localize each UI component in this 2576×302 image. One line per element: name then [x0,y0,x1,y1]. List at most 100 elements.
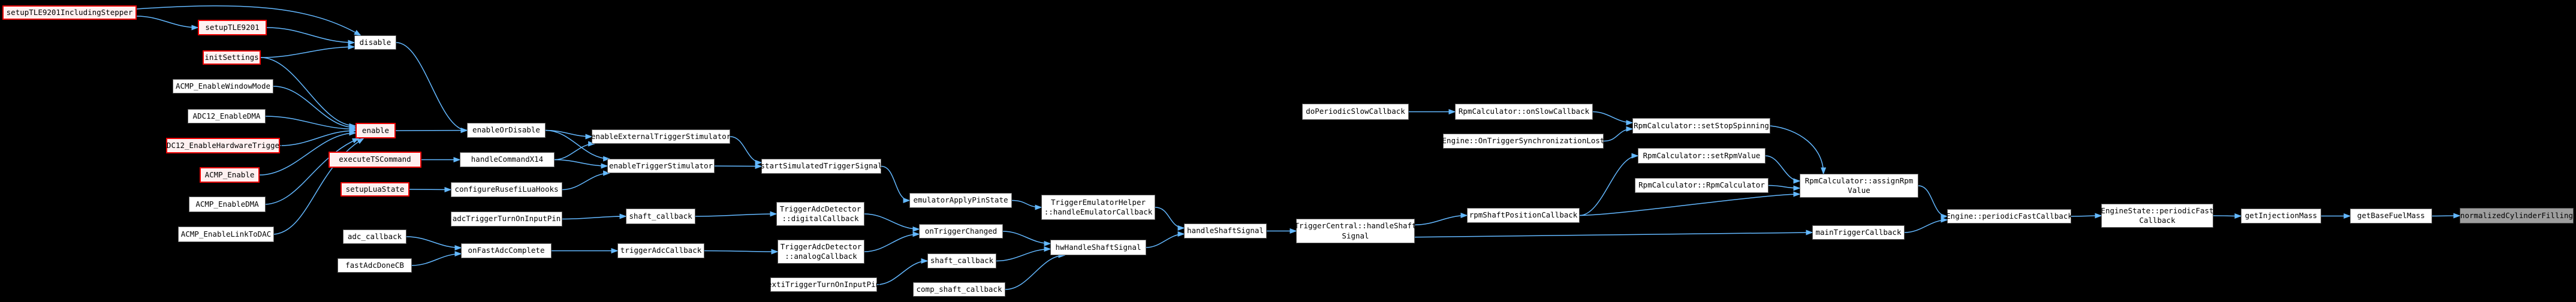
node-label: mainTriggerCallback [1815,227,1902,237]
node-label: ACMP_EnableLinkToDAC [180,229,272,238]
node-trigger-central-handle-shaft-signal[interactable]: TriggerCentral::handleShaft Signal [1294,219,1417,243]
node-handle-command-x14[interactable]: handleCommandX14 [460,152,555,167]
node-trigger-adc-detector-digital-callback[interactable]: TriggerAdcDetector ::digitalCallback [776,202,864,226]
node-label: enable [361,125,390,135]
edge-trigger-adc-detector-digital-callback--on-trigger-changed [864,213,920,232]
node-rpm-calculator-rpm-calculator[interactable]: RpmCalculator::RpmCalculator [1635,178,1768,193]
node-rpm-calculator-assign-rpm-value[interactable]: RpmCalculator::assignRpm Value [1800,174,1918,198]
node-acmp-enable-window-mode[interactable]: ACMP_EnableWindowMode [173,79,273,93]
edge-comp-shaft-callback--hw-handle-shaft-signal [1005,252,1066,290]
node-shaft-callback-1[interactable]: shaft_callback [626,209,695,224]
node-label: RpmCalculator::RpmCalculator [1638,180,1765,190]
node-adc-callback[interactable]: adc_callback [343,229,406,244]
node-label: Engine::periodicFastCallback [1946,211,2072,221]
node-enable-trigger-stimulator[interactable]: enableTriggerStimulator [607,159,715,173]
edge-rpm-calculator-set-rpm-value--rpm-calculator-assign-rpm-value [1765,155,1801,184]
node-shaft-callback-2[interactable]: shaft_callback [927,253,996,268]
edge-rpm-shaft-position-callback--rpm-calculator-set-rpm-value [1579,153,1639,216]
node-start-simulated-trigger-signal[interactable]: startSimulatedTriggerSignal [760,159,882,174]
node-label: setupLuaState [345,184,405,194]
node-setup-tle9201[interactable]: setupTLE9201 [198,20,267,35]
node-label: TriggerEmulatorHelper ::handleEmulatorCa… [1044,197,1153,216]
node-handle-shaft-signal[interactable]: handleShaftSignal [1184,224,1267,238]
node-label: RpmCalculator::setRpmValue [1643,150,1761,160]
node-label: RpmCalculator::assignRpm Value [1804,176,1914,195]
edge-handle-command-x14--enable-trigger-stimulator [554,159,608,169]
node-acmp-enable[interactable]: ACMP_Enable [200,167,260,183]
node-do-periodic-slow-callback[interactable]: doPeriodicSlowCallback [1302,104,1409,120]
node-label: executeTSCommand [339,155,411,164]
node-label: adcTriggerTurnOnInputPin [452,214,561,224]
edge-trigger-emulator-helper-handle-emulator-callback--handle-shaft-signal [1155,207,1185,231]
node-label: startSimulatedTriggerSignal [760,161,882,171]
node-rpm-calculator-on-slow-callback[interactable]: RpmCalculator::onSlowCallback [1455,104,1593,120]
node-engine-periodic-fast-callback[interactable]: Engine::periodicFastCallback [1946,209,2072,224]
node-fast-adc-done-cb[interactable]: fastAdcDoneCB [338,258,412,273]
node-acmp-enable-dma[interactable]: ACMP_EnableDMA [189,197,266,212]
node-on-fast-adc-complete[interactable]: onFastAdcComplete [461,243,552,258]
node-rpm-calculator-set-stop-spinning[interactable]: RpmCalculator::setStopSpinning [1632,118,1770,134]
node-label: enableOrDisable [472,125,540,135]
node-adc12-enable-hardware-trigger[interactable]: ADC12_EnableHardwareTrigger [162,138,284,153]
node-label: TriggerCentral::handleShaft Signal [1294,221,1417,240]
edge-rpm-calculator-assign-rpm-value--engine-periodic-fast-callback [1918,185,1948,219]
node-get-injection-mass[interactable]: getInjectionMass [2241,209,2321,224]
node-label: rpmShaftPositionCallback [1469,210,1578,220]
node-label: ACMP_EnableWindowMode [175,81,271,90]
node-get-base-fuel-mass[interactable]: getBaseFuelMass [2350,209,2432,224]
node-enable-or-disable[interactable]: enableOrDisable [467,123,546,138]
node-emulator-apply-pin-state[interactable]: emulatorApplyPinState [909,193,1012,208]
node-trigger-emulator-helper-handle-emulator-callback[interactable]: TriggerEmulatorHelper ::handleEmulatorCa… [1041,195,1155,220]
node-label: fastAdcDoneCB [345,260,404,270]
node-exti-trigger-turn-on-input-pin[interactable]: extiTriggerTurnOnInputPin [767,277,881,292]
node-trigger-adc-callback[interactable]: triggerAdcCallback [617,243,704,258]
node-adc12-enable-dma[interactable]: ADC12_EnableDMA [188,109,266,123]
edge-emulator-apply-pin-state--trigger-emulator-helper-handle-emulator-callback [1011,200,1043,210]
node-acmp-enable-link-to-dac[interactable]: ACMP_EnableLinkToDAC [178,226,274,242]
edge-init-settings--disable [260,44,355,58]
node-label: adc_callback [347,231,402,241]
edge-setup-tle9201--disable [266,27,355,46]
node-engine-on-trigger-synchronization-lost[interactable]: Engine::OnTriggerSynchronizationLost [1442,134,1605,149]
node-label: extiTriggerTurnOnInputPin [767,279,881,289]
node-label: Engine::OnTriggerSynchronizationLost [1442,136,1605,146]
edge-adc12-enable-hardware-trigger--enable [279,128,357,146]
node-label: getBaseFuelMass [2357,211,2425,221]
node-hw-handle-shaft-signal[interactable]: hwHandleShaftSignal [1050,240,1146,255]
edge-enable-trigger-stimulator--start-simulated-trigger-signal [714,163,763,169]
node-label: shaft_callback [930,256,994,265]
node-engine-state-periodic-fast-callback[interactable]: EngineState::periodicFast Callback [2101,204,2214,228]
node-label: comp_shaft_callback [916,284,1002,294]
node-init-settings[interactable]: initSettings [203,50,261,65]
node-normalized-cylinder-filling[interactable]: normalizedCylinderFilling [2460,208,2574,224]
node-enable[interactable]: enable [355,123,396,138]
edge-fast-adc-done-cb--on-fast-adc-complete [411,251,462,266]
node-label: hwHandleShaftSignal [1055,242,1141,252]
edge-hw-handle-shaft-signal--handle-shaft-signal [1146,231,1185,248]
node-label: normalizedCylinderFilling [2460,210,2574,220]
node-on-trigger-changed[interactable]: onTriggerChanged [919,224,1003,238]
edge-acmp-enable-dma--enable [265,138,360,205]
edge-rpm-calculator-on-slow-callback--rpm-calculator-set-stop-spinning [1592,111,1634,126]
node-label: ACMP_Enable [204,170,255,179]
node-label: setupTLE9201IncludingStepper [6,7,133,17]
node-rpm-shaft-position-callback[interactable]: rpmShaftPositionCallback [1467,208,1580,223]
node-label: emulatorApplyPinState [913,195,1008,205]
node-execute-ts-command[interactable]: executeTSCommand [329,152,421,168]
node-trigger-adc-detector-analog-callback[interactable]: TriggerAdcDetector ::analogCallback [778,240,864,264]
node-comp-shaft-callback[interactable]: comp_shaft_callback [913,282,1005,297]
node-disable[interactable]: disable [354,35,396,50]
node-label: onFastAdcComplete [468,246,545,255]
node-main-trigger-callback[interactable]: mainTriggerCallback [1812,225,1905,240]
node-label: TriggerAdcDetector ::digitalCallback [779,204,861,223]
node-rpm-calculator-set-rpm-value[interactable]: RpmCalculator::setRpmValue [1638,148,1765,164]
node-adc-trigger-turn-on-input-pin[interactable]: adcTriggerTurnOnInputPin [451,212,562,226]
edge-trigger-central-handle-shaft-signal--rpm-shaft-position-callback [1414,213,1468,225]
node-configure-rusefi-lua-hooks[interactable]: configureRusefiLuaHooks [451,182,562,197]
edge-adc12-enable-dma--enable [265,116,357,132]
node-setup-tle9201-including-stepper[interactable]: setupTLE9201IncludingStepper [2,5,137,20]
node-setup-lua-state[interactable]: setupLuaState [341,182,409,197]
node-label: doPeriodicSlowCallback [1306,107,1405,116]
node-enable-external-trigger-stimulator[interactable]: enableExternalTriggerStimulator [591,129,731,144]
edge-configure-rusefi-lua-hooks--enable-trigger-stimulator [562,170,611,191]
